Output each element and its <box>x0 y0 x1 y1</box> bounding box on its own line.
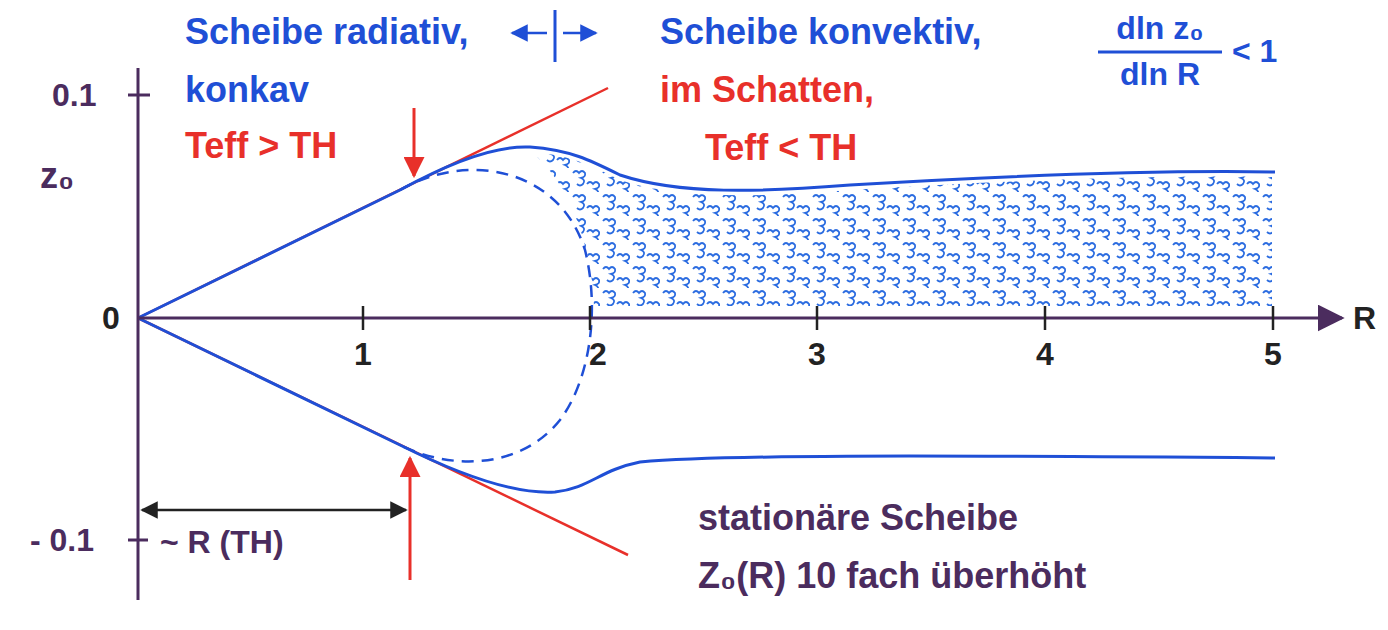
caption-text: stationäre Scheibe <box>698 500 1018 536</box>
axis-tick <box>128 94 150 97</box>
boundary-arrow <box>512 32 547 35</box>
r-axis <box>138 317 1342 320</box>
region-label: Scheibe radiativ, <box>185 14 468 50</box>
fraction-denominator: dln R <box>1120 58 1200 90</box>
caption-text: Z₀(R) 10 fach überhöht <box>698 558 1086 594</box>
fraction-numerator: dln z₀ <box>1116 12 1203 44</box>
axis-title: R <box>1353 302 1376 334</box>
axis-tick <box>128 539 148 542</box>
axis-value: - 0.1 <box>30 524 94 556</box>
axis-value: 4 <box>1036 338 1054 370</box>
region-label: konkav <box>185 72 309 108</box>
z-axis <box>137 68 140 600</box>
axis-value: 3 <box>808 338 826 370</box>
boundary-bar <box>554 10 557 62</box>
axis-title: z₀ <box>40 158 74 194</box>
axis-ticks <box>363 306 1273 330</box>
axis-value: 2 <box>589 338 607 370</box>
boundary-arrow <box>563 32 596 35</box>
axis-value: 0 <box>102 302 120 334</box>
dashed-surface <box>400 170 592 461</box>
disk-surface <box>138 147 1275 318</box>
dimension-arrow <box>142 509 406 512</box>
region-label: Scheibe konvektiv, <box>660 14 981 50</box>
fraction-bar <box>1098 51 1222 54</box>
convection-pattern <box>520 140 1280 310</box>
temperature-condition: Teff < TH <box>705 130 857 166</box>
dimension-label: ~ R (TH) <box>160 526 284 558</box>
axis-value: 5 <box>1264 338 1282 370</box>
shadow-label: im Schatten, <box>660 72 874 108</box>
temperature-condition: Teff > TH <box>185 128 337 164</box>
marker-arrow <box>409 458 412 580</box>
marker-arrow <box>413 108 416 176</box>
axis-value: 1 <box>354 338 372 370</box>
disk-surface <box>138 318 1275 492</box>
axis-value: 0.1 <box>52 79 96 111</box>
inequality: < 1 <box>1232 35 1277 67</box>
